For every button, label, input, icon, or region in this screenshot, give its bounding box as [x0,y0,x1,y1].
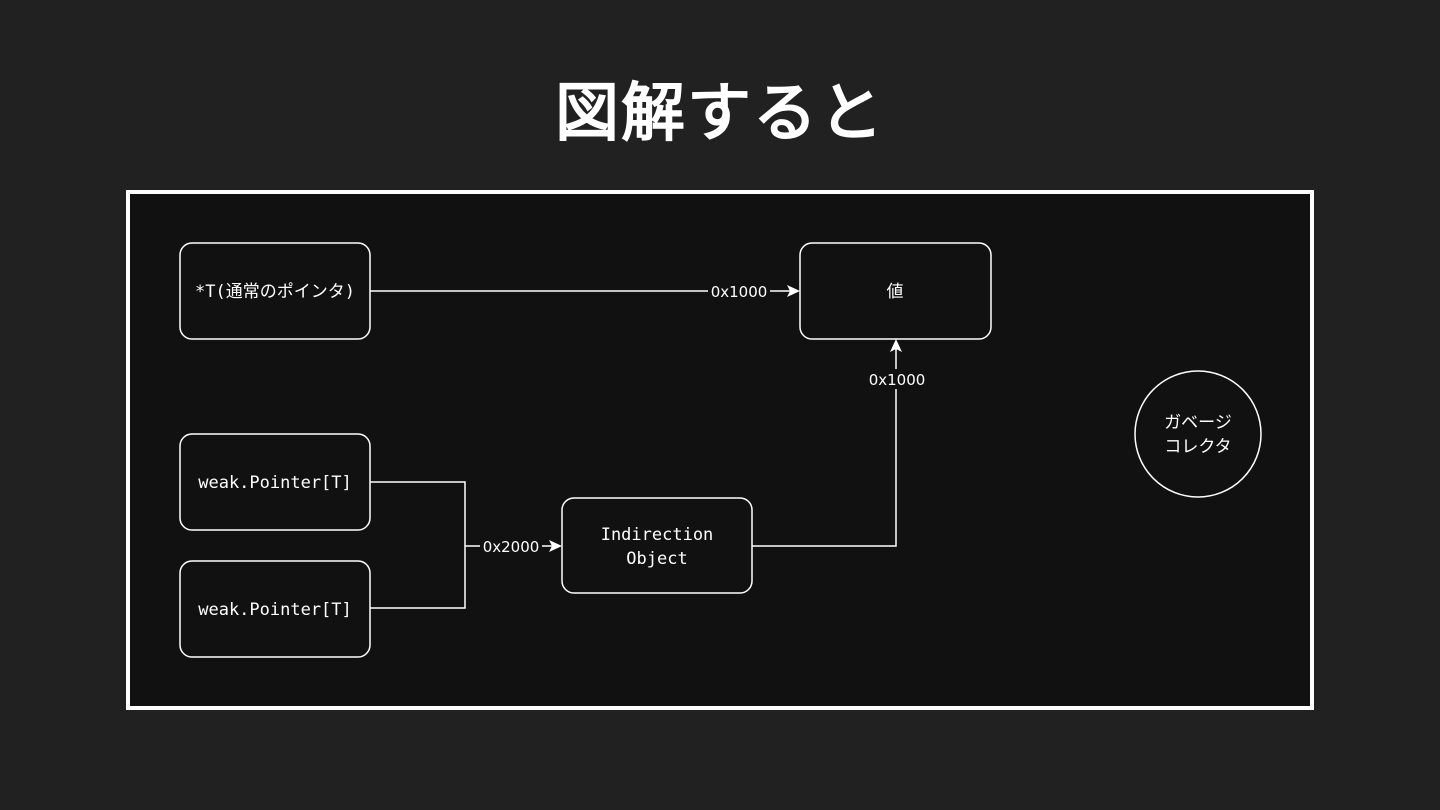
node-value-label: 値 [887,282,904,302]
arrowhead-icon [890,339,902,352]
edge-label-indirection-to-value: 0x1000 [869,371,926,389]
node-pointer: *T(通常のポインタ) [179,242,371,340]
edge-indirection-to-value: 0x1000 [752,339,928,547]
node-indirection-line2: Object [626,549,687,569]
arrowhead-icon [549,540,562,552]
node-indirection-object: Indirection Object [561,497,753,594]
edge-weak1-to-junction [370,481,466,546]
node-pointer-label: *T(通常のポインタ) [195,282,355,302]
edge-weak2-to-junction [370,546,466,609]
edge-label-pointer-to-value: 0x1000 [711,283,768,301]
node-garbage-collector: ガベージ コレクタ [1134,370,1262,498]
edge-label-weak-to-indirection: 0x2000 [483,538,540,556]
edge-weak-to-indirection: 0x2000 [465,536,562,556]
node-gc-line1: ガベージ [1164,413,1232,433]
node-value: 値 [799,242,992,340]
edge-pointer-to-value: 0x1000 [370,281,800,301]
node-weak-pointer-2-label: weak.Pointer[T] [198,600,352,620]
node-weak-pointer-1: weak.Pointer[T] [179,433,371,531]
node-weak-pointer-2: weak.Pointer[T] [179,560,371,658]
node-indirection-line1: Indirection [601,525,714,545]
arrowhead-icon [787,285,800,297]
slide-title: 図解すると [555,77,885,151]
node-gc-line2: コレクタ [1164,437,1231,457]
node-weak-pointer-1-label: weak.Pointer[T] [198,473,352,493]
